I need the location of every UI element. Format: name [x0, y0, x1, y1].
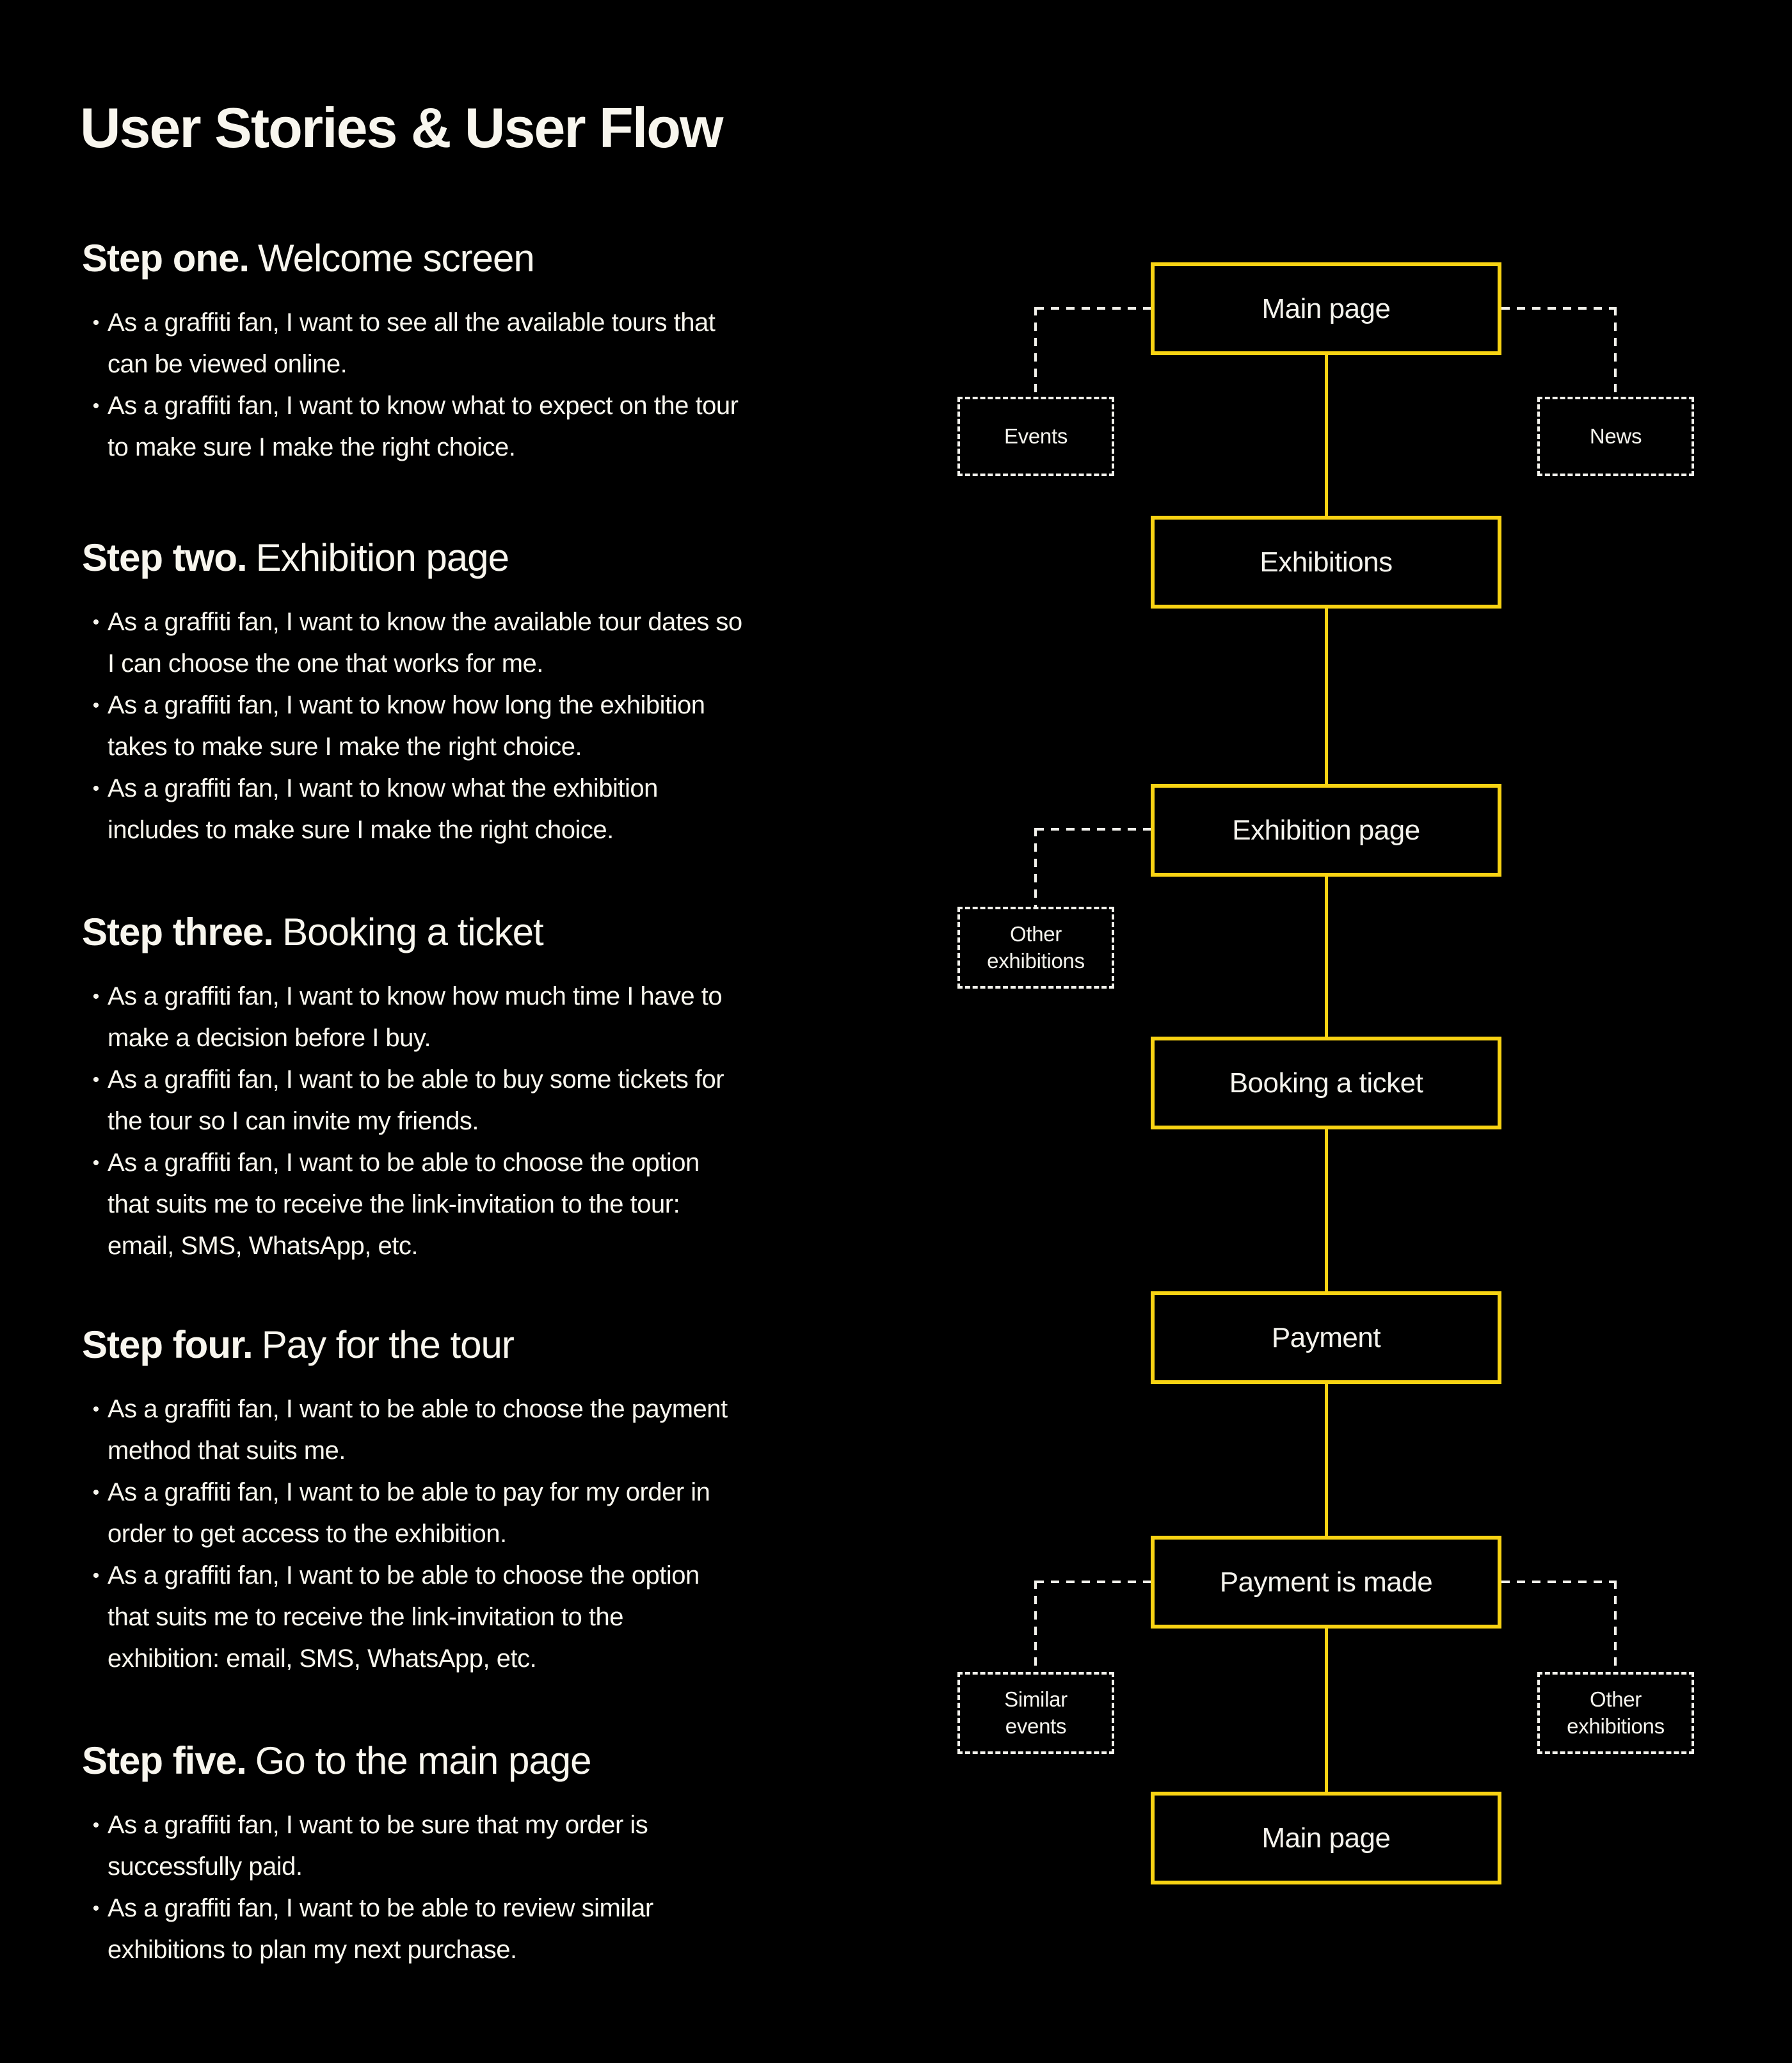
- bullet-dot: •: [92, 612, 100, 633]
- bullet-dot: •: [92, 1069, 100, 1090]
- bullet-dot: •: [92, 1399, 100, 1420]
- step-five-label: Step five.: [82, 1739, 247, 1782]
- flow-side-node-events: Events: [957, 397, 1114, 476]
- user-story-text: As a graffiti fan, I want to be able to …: [108, 1065, 724, 1135]
- user-story-item: • As a graffiti fan, I want to be able to…: [82, 1888, 837, 1971]
- connector-main-to-news: [1614, 307, 1617, 398]
- flow-node-payment: Payment: [1151, 1291, 1501, 1384]
- user-story-text: As a graffiti fan, I want to be able to …: [108, 1395, 728, 1465]
- step-five-stories: • As a graffiti fan, I want to be sure th…: [82, 1804, 837, 1971]
- step-four-stories: • As a graffiti fan, I want to be able to…: [82, 1389, 837, 1680]
- bullet-dot: •: [92, 395, 100, 417]
- bullet-dot: •: [92, 695, 100, 716]
- step-five-section: Step five.Go to the main page • As a graf…: [82, 1740, 837, 1971]
- user-story-text: As a graffiti fan, I want to be able to …: [108, 1149, 700, 1260]
- connector-payment-to-other: [1614, 1581, 1617, 1673]
- step-three-title: Booking a ticket: [282, 911, 544, 953]
- step-four-label: Step four.: [82, 1323, 253, 1366]
- step-two-label: Step two.: [82, 536, 248, 579]
- step-three-heading: Step three.Booking a ticket: [82, 912, 837, 953]
- user-story-text: As a graffiti fan, I want to know what t…: [108, 392, 739, 461]
- user-story-item: • As a graffiti fan, I want to be able to…: [82, 1059, 837, 1142]
- user-story-text: As a graffiti fan, I want to know the av…: [108, 608, 742, 678]
- user-story-text: As a graffiti fan, I want to see all the…: [108, 308, 716, 378]
- user-story-text: As a graffiti fan, I want to be able to …: [108, 1478, 710, 1548]
- user-story-item: • As a graffiti fan, I want to know what …: [82, 385, 837, 468]
- user-story-item: • As a graffiti fan, I want to see all th…: [82, 302, 837, 385]
- connector-main-to-news: [1501, 307, 1617, 310]
- user-story-item: • As a graffiti fan, I want to be sure th…: [82, 1804, 837, 1888]
- flow-node-payment-is-made: Payment is made: [1151, 1536, 1501, 1629]
- bullet-dot: •: [92, 1152, 100, 1174]
- user-story-text: As a graffiti fan, I want to know how mu…: [108, 982, 723, 1052]
- user-story-item: • As a graffiti fan, I want to know what …: [82, 768, 837, 851]
- user-story-text: As a graffiti fan, I want to be able to …: [108, 1894, 653, 1964]
- connector-exhibition-to-other: [1036, 828, 1152, 831]
- step-two-title: Exhibition page: [255, 536, 509, 579]
- connector-payment-to-similar: [1036, 1581, 1152, 1583]
- bullet-dot: •: [92, 1482, 100, 1503]
- user-story-item: • As a graffiti fan, I want to be able to…: [82, 1555, 837, 1680]
- flow-side-node-other-exhibitions-1: Other exhibitions: [957, 907, 1114, 989]
- connector-payment-to-similar: [1034, 1581, 1037, 1673]
- step-three-stories: • As a graffiti fan, I want to know how m…: [82, 976, 837, 1267]
- flow-node-booking-ticket: Booking a ticket: [1151, 1037, 1501, 1129]
- step-four-heading: Step four.Pay for the tour: [82, 1325, 837, 1366]
- step-three-section: Step three.Booking a ticket • As a graffi…: [82, 912, 837, 1267]
- bullet-dot: •: [92, 1898, 100, 1919]
- connector-payment-to-other: [1501, 1581, 1617, 1583]
- flow-side-node-news: News: [1537, 397, 1694, 476]
- step-five-heading: Step five.Go to the main page: [82, 1740, 837, 1781]
- user-story-text: As a graffiti fan, I want to be sure tha…: [108, 1811, 648, 1881]
- flow-node-main-page-top: Main page: [1151, 262, 1501, 355]
- user-story-text: As a graffiti fan, I want to know how lo…: [108, 691, 705, 761]
- flow-node-exhibition-page: Exhibition page: [1151, 784, 1501, 877]
- flow-node-main-page-bottom: Main page: [1151, 1792, 1501, 1884]
- user-story-text: As a graffiti fan, I want to be able to …: [108, 1561, 700, 1673]
- user-story-text: As a graffiti fan, I want to know what t…: [108, 774, 658, 844]
- step-one-label: Step one.: [82, 237, 250, 280]
- step-four-title: Pay for the tour: [261, 1323, 515, 1366]
- user-story-item: • As a graffiti fan, I want to know how m…: [82, 976, 837, 1059]
- flow-side-node-other-exhibitions-2: Other exhibitions: [1537, 1672, 1694, 1754]
- connector-exhibition-to-other: [1034, 828, 1037, 908]
- connector-main-to-events: [1036, 307, 1152, 310]
- step-two-stories: • As a graffiti fan, I want to know the a…: [82, 601, 837, 851]
- bullet-dot: •: [92, 778, 100, 799]
- page-title: User Stories & User Flow: [80, 96, 723, 159]
- user-story-item: • As a graffiti fan, I want to know the a…: [82, 601, 837, 685]
- flow-node-exhibitions: Exhibitions: [1151, 516, 1501, 609]
- user-story-item: • As a graffiti fan, I want to be able to…: [82, 1472, 837, 1555]
- step-one-heading: Step one.Welcome screen: [82, 238, 837, 279]
- connector-main-to-events: [1034, 307, 1037, 398]
- user-story-item: • As a graffiti fan, I want to be able to…: [82, 1142, 837, 1267]
- step-two-heading: Step two.Exhibition page: [82, 538, 837, 578]
- bullet-dot: •: [92, 1565, 100, 1586]
- step-five-title: Go to the main page: [255, 1739, 592, 1782]
- bullet-dot: •: [92, 312, 100, 333]
- step-one-section: Step one.Welcome screen • As a graffiti f…: [82, 238, 837, 468]
- step-two-section: Step two.Exhibition page • As a graffiti …: [82, 538, 837, 851]
- user-story-item: • As a graffiti fan, I want to know how l…: [82, 685, 837, 768]
- step-four-section: Step four.Pay for the tour • As a graffit…: [82, 1325, 837, 1680]
- step-one-stories: • As a graffiti fan, I want to see all th…: [82, 302, 837, 468]
- bullet-dot: •: [92, 1815, 100, 1836]
- bullet-dot: •: [92, 986, 100, 1007]
- step-three-label: Step three.: [82, 911, 274, 953]
- step-one-title: Welcome screen: [258, 237, 535, 280]
- flow-side-node-similar-events: Similar events: [957, 1672, 1114, 1754]
- user-story-item: • As a graffiti fan, I want to be able to…: [82, 1389, 837, 1472]
